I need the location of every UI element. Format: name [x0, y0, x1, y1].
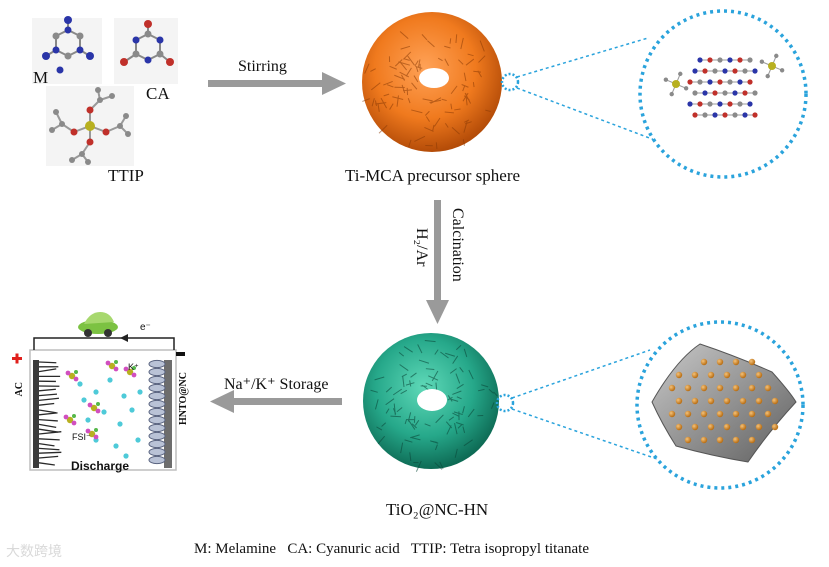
cation-ion — [93, 389, 99, 395]
stirring-arrow — [208, 72, 346, 95]
tio2-nanoparticle — [675, 397, 683, 405]
tio2-nanoparticle — [723, 423, 731, 431]
anion-cluster — [68, 372, 76, 380]
product-label: TiO₂@NC-HN — [386, 500, 489, 519]
product-torus — [363, 333, 499, 472]
tio2-nanoparticle — [675, 423, 683, 431]
tio2-nanoparticle — [723, 371, 731, 379]
anode-label: HNTO@NC — [178, 372, 189, 426]
tio2-nanoparticle — [723, 397, 731, 405]
tio2-nanoparticle — [707, 397, 715, 405]
tio2-nanoparticle — [764, 410, 772, 418]
stirring-label: Stirring — [238, 58, 287, 75]
cation-ion — [101, 409, 107, 415]
tio2-nanoparticle — [732, 358, 740, 366]
cation-ion — [117, 421, 123, 427]
tio2-nanoparticle — [707, 423, 715, 431]
tio2-nanoparticle — [700, 384, 708, 392]
melamine-label: M — [33, 68, 49, 87]
cyanuric-acid-label: CA — [146, 84, 170, 103]
tio2-nanoparticle — [700, 436, 708, 444]
cation-ion — [137, 389, 143, 395]
anion-cluster — [90, 404, 98, 412]
anion-cluster — [66, 416, 74, 424]
abbreviation-legend: M: Melamine CA: Cyanuric acid TTIP: Tetr… — [194, 541, 589, 557]
cathode-label: AC — [14, 382, 25, 397]
tio2-nanoparticle — [716, 358, 724, 366]
cation-ion — [123, 453, 129, 459]
battery-schematic — [12, 312, 185, 471]
tio2-nanoparticle — [732, 410, 740, 418]
discharge-label: Discharge — [71, 459, 130, 473]
ttip-molecule — [46, 86, 134, 166]
cation-ion — [77, 381, 83, 387]
tio2-nanoparticle — [739, 423, 747, 431]
atmosphere-label: H₂/Ar — [413, 228, 430, 267]
anion-cluster — [108, 362, 116, 370]
anion-cluster — [88, 430, 96, 438]
tio2-nanoparticle — [700, 410, 708, 418]
watermark: 大数跨境 — [6, 544, 62, 560]
cation-ion — [135, 437, 141, 443]
tio2-nanoparticle — [755, 397, 763, 405]
calcination-arrow — [426, 200, 449, 324]
tio2-nanoparticle — [684, 384, 692, 392]
tio2-nanoparticle — [764, 384, 772, 392]
electron-label: e⁻ — [140, 322, 151, 333]
tio2-nanoparticle — [732, 436, 740, 444]
titanium-atom — [768, 62, 776, 70]
tio2-nanoparticle — [748, 384, 756, 392]
precursor-torus — [362, 12, 502, 152]
tio2-nanoparticle — [675, 371, 683, 379]
storage-label: Na⁺/K⁺ Storage — [224, 376, 329, 393]
tio2-nanoparticle — [700, 358, 708, 366]
tio2-nanoparticle — [684, 436, 692, 444]
cation-ion — [121, 393, 127, 399]
tio2-nanoparticle — [748, 436, 756, 444]
tio2-nanoparticle — [668, 410, 676, 418]
precursor-network — [663, 53, 785, 118]
melamine-molecule — [32, 16, 102, 84]
calcination-label: Calcination — [449, 208, 466, 282]
tio2-nanoparticle — [691, 371, 699, 379]
tio2-nanoparticle — [755, 423, 763, 431]
anion-label: FSI⁻ — [72, 432, 91, 442]
storage-arrow — [210, 390, 342, 413]
cation-ion — [129, 407, 135, 413]
cation-ion — [85, 417, 91, 423]
anion-cluster — [126, 368, 134, 376]
nc-sheet — [651, 343, 797, 463]
cation-ion — [107, 377, 113, 383]
tio2-nanoparticle — [771, 397, 779, 405]
tio2-nanoparticle — [771, 423, 779, 431]
tio2-nanoparticle — [739, 397, 747, 405]
tio2-nanoparticle — [739, 371, 747, 379]
precursor-label: Ti-MCA precursor sphere — [345, 166, 521, 185]
precursor-zoom-callout — [500, 9, 808, 179]
tio2-nanoparticle — [691, 423, 699, 431]
tio2-nanoparticle — [755, 371, 763, 379]
ttip-label: TTIP — [108, 166, 144, 185]
electric-car-icon — [78, 312, 118, 337]
tio2-nanoparticle — [748, 410, 756, 418]
tio2-nanoparticle — [668, 384, 676, 392]
cation-label: K⁺ — [128, 362, 139, 372]
cyanuric-acid-molecule — [114, 18, 178, 84]
tio2-nanoparticle — [716, 436, 724, 444]
tio2-nanoparticle — [691, 397, 699, 405]
tio2-nanoparticle — [707, 371, 715, 379]
titanium-atom — [672, 80, 680, 88]
tio2-nanoparticle — [748, 358, 756, 366]
tio2-nanoparticle — [684, 410, 692, 418]
tio2-nanoparticle — [716, 384, 724, 392]
cation-ion — [113, 443, 119, 449]
cation-ion — [81, 397, 87, 403]
tio2-nanoparticle — [716, 410, 724, 418]
tio2-nanoparticle — [732, 384, 740, 392]
